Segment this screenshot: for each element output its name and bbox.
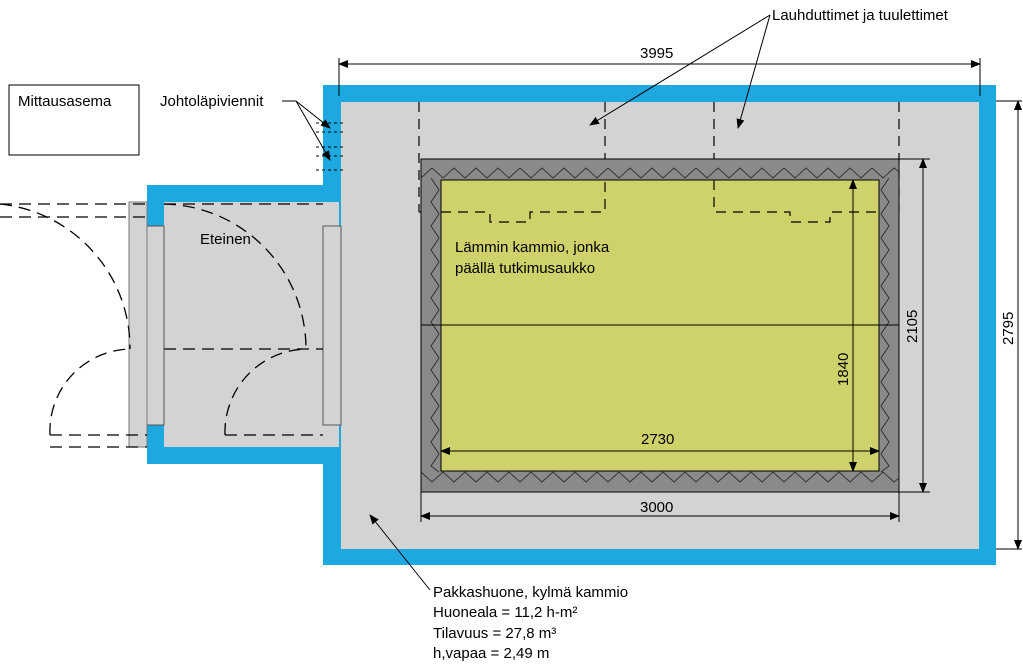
warm-chamber-label-line1: Lämmin kammio, jonka [455, 239, 610, 256]
measuring-station-box [8, 84, 140, 156]
freezer-area: Huoneala = 11,2 h-m² [433, 604, 577, 621]
dimension-chamber-width-label: 3000 [640, 499, 673, 516]
dimension-chamber-height [899, 158, 930, 493]
freezer-height: h,vapaa = 2,49 m [433, 645, 549, 662]
insulation-zigzag [420, 167, 900, 483]
dimension-chamber-height-label: 2105 [904, 310, 921, 343]
doors [0, 203, 323, 448]
dimension-outer-width [338, 58, 981, 96]
door-opening-outer [146, 225, 165, 426]
warm-chamber-label-line2: päällä tutkimusaukko [455, 260, 595, 277]
cable-passages-leader [282, 100, 331, 161]
door-opening-between [322, 225, 342, 426]
freezer-title: Pakkashuone, kylmä kammio [433, 584, 628, 601]
dimension-outer-width-label: 3995 [640, 45, 673, 62]
outer-step [128, 201, 148, 448]
condensers-label: Lauhduttimet ja tuulettimet [772, 7, 949, 24]
freezer-leader [369, 514, 431, 591]
dimension-outer-height [996, 100, 1022, 550]
vestibule-label: Eteinen [200, 231, 251, 248]
cable-passages-label: Johtoläpiviennit [160, 93, 264, 110]
dimension-inner-width-label: 2730 [641, 431, 674, 448]
freezer-volume: Tilavuus = 27,8 m³ [433, 625, 556, 642]
vestibule-floor [164, 202, 339, 447]
dimension-outer-height-label: 2795 [1000, 312, 1017, 345]
dimension-inner-height-label: 1840 [835, 353, 852, 386]
measuring-station-label: Mittausasema [18, 93, 112, 110]
dimension-chamber-width [420, 492, 900, 522]
condensers-leader [589, 14, 771, 129]
